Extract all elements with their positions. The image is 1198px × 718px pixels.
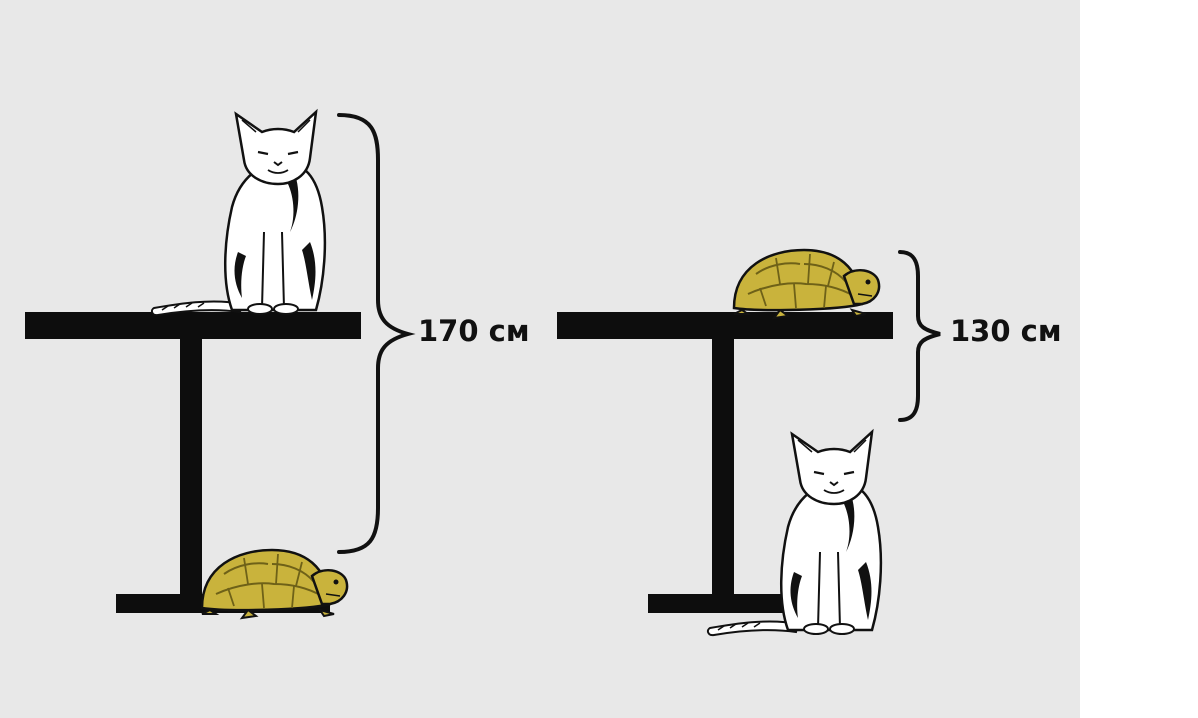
right-height-label: 130 см — [950, 314, 1062, 348]
left-scene — [25, 110, 416, 620]
puzzle-illustration: 170 см 130 см — [0, 0, 1080, 718]
right-scene — [557, 248, 941, 637]
scene-canvas — [0, 0, 1080, 718]
left-height-label: 170 см — [418, 314, 530, 348]
right-measure-brace — [898, 250, 941, 422]
right-table-top — [557, 312, 893, 339]
left-measure-brace — [337, 113, 416, 554]
left-table-leg — [180, 339, 202, 597]
right-table-leg — [712, 339, 734, 597]
left-table-top — [25, 312, 361, 339]
